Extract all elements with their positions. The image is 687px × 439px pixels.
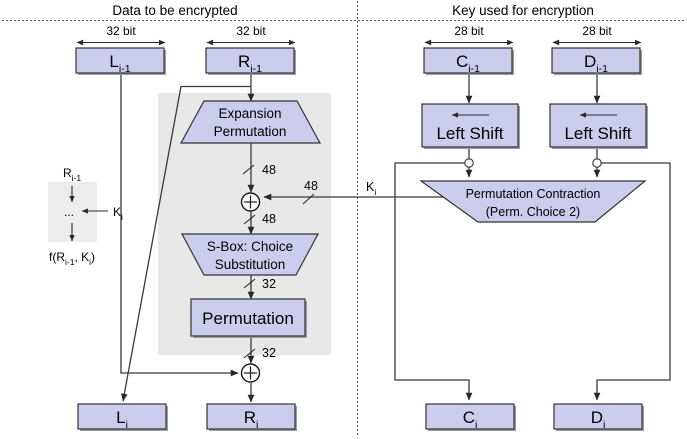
node-left-shift-d[interactable]: Left Shift	[549, 103, 648, 149]
node-d-prev[interactable]: Di-1	[551, 47, 642, 75]
junction-dot-c	[464, 158, 474, 168]
node-c-next[interactable]: Ci	[425, 403, 516, 431]
node-sbox-label-line2: Substitution	[215, 257, 286, 272]
node-expansion-permutation[interactable]: Expansion Permutation	[179, 100, 322, 144]
node-r-prev[interactable]: Ri-1	[205, 47, 296, 75]
junction-dot-d	[592, 158, 602, 168]
node-l-prev-label: Li-1	[109, 52, 130, 75]
label-expansion-out-bits: 48	[262, 163, 276, 177]
node-sbox-label-line1: S-Box: Choice	[207, 239, 293, 254]
bitwidth-label-l: 32 bit	[106, 24, 136, 38]
wire-lprev-to-xor2	[120, 75, 239, 377]
legend-output-label: f(Ri-1, Ki)	[49, 250, 95, 267]
tick-expansion-out	[242, 164, 255, 175]
tick-subkey	[302, 193, 315, 205]
label-subkey-name: Ki	[366, 180, 376, 197]
legend-f-function: Ri-1 ... Ki f(Ri-1, Ki)	[49, 166, 123, 267]
wire-shiftc-to-cnext	[394, 162, 473, 401]
node-pc2-label-line1: Permutation Contraction	[466, 187, 601, 201]
node-left-shift-d-label: Left Shift	[564, 124, 631, 143]
tick-permutation-out	[243, 348, 256, 359]
bitwidth-label-d: 28 bit	[582, 24, 612, 38]
label-xor1-out-bits: 48	[262, 212, 276, 226]
node-permutation[interactable]: Permutation	[190, 298, 307, 338]
node-l-next[interactable]: Li	[77, 403, 168, 431]
xor-gate-feistel	[240, 363, 261, 383]
node-expansion-label-line1: Expansion	[218, 106, 281, 121]
node-r-next[interactable]: Ri	[206, 403, 297, 431]
legend-input-label: Ri-1	[63, 166, 81, 183]
header-data-label: Data to be encrypted	[112, 3, 237, 18]
node-r-next-label: Ri	[244, 408, 259, 431]
node-left-shift-c[interactable]: Left Shift	[421, 103, 520, 149]
label-permutation-out-bits: 32	[262, 346, 276, 360]
node-c-prev-label: Ci-1	[456, 52, 480, 75]
tick-xor1-out	[243, 214, 256, 225]
node-left-shift-c-label: Left Shift	[436, 124, 503, 143]
node-permutation-label: Permutation	[202, 309, 294, 328]
node-d-prev-label: Di-1	[584, 52, 608, 75]
tick-sbox-out	[243, 278, 256, 289]
node-c-prev[interactable]: Ci-1	[423, 47, 514, 75]
node-sbox-substitution[interactable]: S-Box: Choice Substitution	[180, 233, 320, 276]
node-c-next-label: Ci	[463, 408, 478, 431]
label-sbox-out-bits: 32	[262, 277, 276, 291]
legend-key-label: Ki	[113, 205, 123, 222]
bitwidth-label-r: 32 bit	[236, 24, 266, 38]
node-expansion-label-line2: Permutation	[214, 124, 287, 139]
legend-dots: ...	[64, 205, 74, 219]
bitwidth-label-c: 28 bit	[454, 24, 484, 38]
node-permutation-contraction[interactable]: Permutation Contraction (Perm. Choice 2)	[419, 180, 647, 223]
node-pc2-label-line2: (Perm. Choice 2)	[486, 205, 580, 219]
wire-shiftd-to-dnext	[593, 162, 671, 401]
xor-gate-key-mix	[240, 192, 261, 212]
node-l-next-label: Li	[116, 408, 128, 431]
node-l-prev[interactable]: Li-1	[75, 47, 166, 75]
wire-rprev-to-lnext	[120, 85, 251, 402]
header-key-label: Key used for encryption	[452, 3, 594, 18]
node-d-next-label: Di	[591, 408, 606, 431]
node-r-prev-label: Ri-1	[238, 52, 262, 75]
label-subkey-bits: 48	[304, 179, 318, 193]
node-d-next[interactable]: Di	[553, 403, 644, 431]
